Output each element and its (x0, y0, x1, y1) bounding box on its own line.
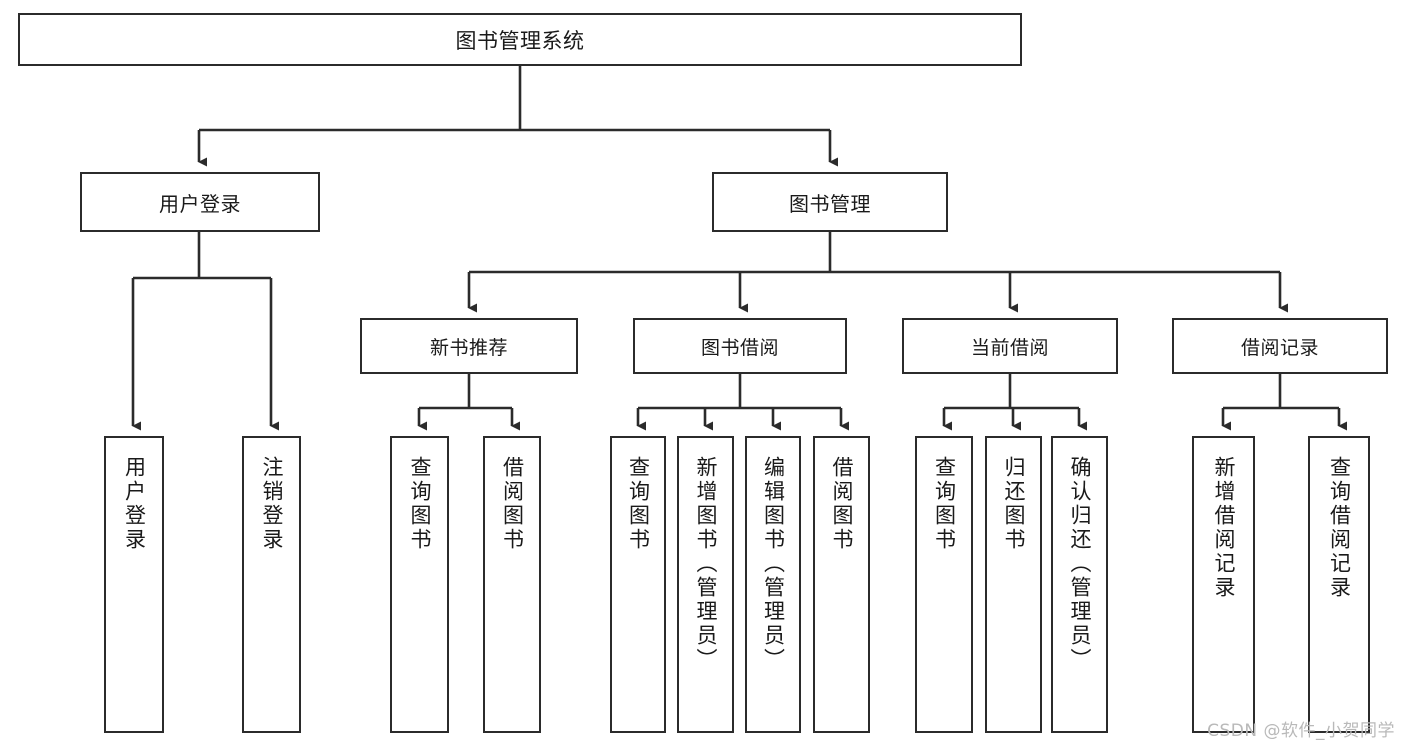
leaf-logout[interactable]: 注销登录 (242, 436, 301, 733)
node-label: 借阅记录 (1240, 336, 1319, 359)
node-label: 新增图书（管理员） (693, 456, 718, 672)
node-label: 查询图书 (626, 456, 651, 552)
csdn-watermark: CSDN @软件_小贺同学 (1207, 721, 1395, 741)
node-label: 借阅图书 (829, 456, 854, 552)
node-current-borrow[interactable]: 当前借阅 (902, 318, 1118, 374)
leaf-return-book[interactable]: 归还图书 (985, 436, 1042, 733)
leaf-query-book-borrow[interactable]: 查询图书 (610, 436, 666, 733)
node-label: 查询图书 (407, 456, 432, 552)
node-label: 图书借阅 (700, 336, 779, 359)
leaf-add-book-admin[interactable]: 新增图书（管理员） (677, 436, 734, 733)
leaf-query-book-current[interactable]: 查询图书 (915, 436, 973, 733)
node-label: 图书管理 (789, 191, 871, 216)
node-label: 查询借阅记录 (1327, 456, 1352, 600)
node-label: 当前借阅 (970, 336, 1049, 359)
node-label: 用户登录 (122, 456, 147, 552)
leaf-confirm-return-admin[interactable]: 确认归还（管理员） (1051, 436, 1108, 733)
node-book-borrow[interactable]: 图书借阅 (633, 318, 847, 374)
node-user-login[interactable]: 用户登录 (80, 172, 320, 232)
node-borrow-record[interactable]: 借阅记录 (1172, 318, 1388, 374)
leaf-borrow-book[interactable]: 借阅图书 (813, 436, 870, 733)
node-label: 注销登录 (259, 456, 284, 552)
leaf-borrow-book-newbook[interactable]: 借阅图书 (483, 436, 541, 733)
node-label: 图书管理系统 (455, 28, 585, 53)
node-label: 新增借阅记录 (1211, 456, 1236, 600)
node-book-management[interactable]: 图书管理 (712, 172, 948, 232)
node-label: 用户登录 (159, 191, 241, 216)
node-label: 确认归还（管理员） (1067, 456, 1092, 672)
leaf-edit-book-admin[interactable]: 编辑图书（管理员） (745, 436, 801, 733)
node-label: 借阅图书 (500, 456, 525, 552)
leaf-add-borrow-record[interactable]: 新增借阅记录 (1192, 436, 1255, 733)
leaf-user-login[interactable]: 用户登录 (104, 436, 164, 733)
node-label: 查询图书 (932, 456, 957, 552)
node-label: 编辑图书（管理员） (761, 456, 786, 672)
leaf-query-borrow-record[interactable]: 查询借阅记录 (1308, 436, 1370, 733)
node-root-system[interactable]: 图书管理系统 (18, 13, 1022, 66)
node-new-book-recommend[interactable]: 新书推荐 (360, 318, 578, 374)
node-label: 归还图书 (1001, 456, 1026, 552)
node-label: 新书推荐 (429, 336, 508, 359)
leaf-query-book-newbook[interactable]: 查询图书 (390, 436, 449, 733)
